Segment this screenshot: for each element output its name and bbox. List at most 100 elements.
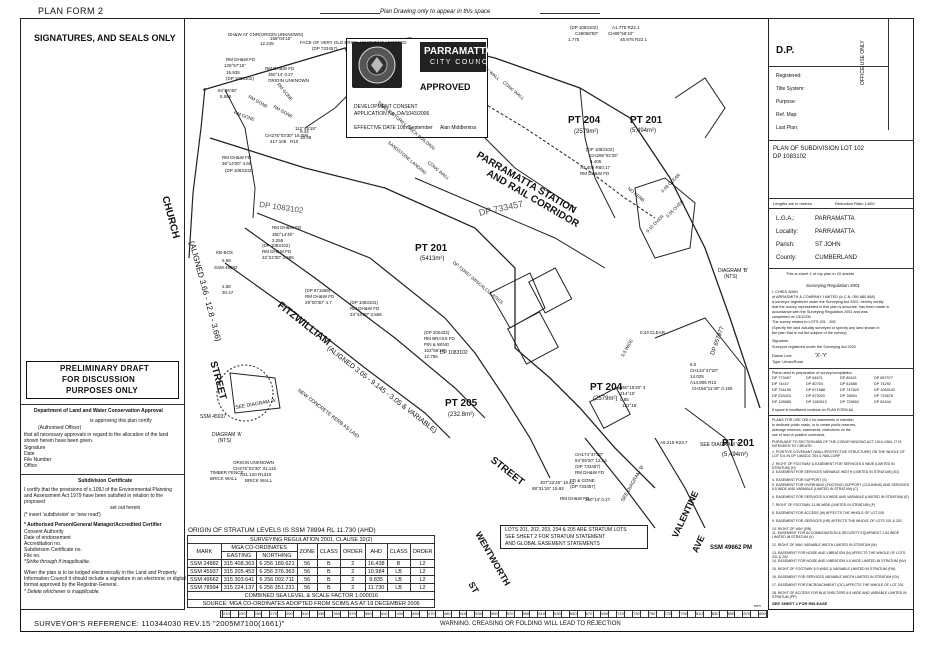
survey-line-5: accordance with the Surveying Regulation…	[772, 310, 868, 314]
approval-divider	[20, 404, 185, 405]
stratum-cell: 56	[296, 583, 318, 592]
map-mark-label: RM DH&W FD	[272, 225, 302, 230]
ruler-label: 550	[491, 611, 498, 616]
ruler-tick	[482, 610, 484, 618]
map-mark-label: 34°43'30" 3.565	[350, 312, 382, 317]
intent-item: 17. EASEMENT FOR ENCROACHMENT (OC) AFFEC…	[772, 583, 904, 587]
ruler-label: 510	[459, 611, 467, 616]
map-mark-label: 0.85	[620, 397, 629, 402]
plan-used-item: DP 734155	[772, 388, 791, 392]
council-logo	[352, 42, 402, 88]
datum-line-value: 'X'-'Y'	[815, 353, 828, 359]
surveyor-reg-label: Surveyor registered under the Surveying …	[772, 345, 857, 349]
stamp-line-1: DEVELOPMENT CONSENT	[354, 104, 418, 110]
ruler-label: 350	[333, 611, 341, 616]
parcel-pt205-area: (232.8m²)	[448, 412, 475, 418]
plan-used-item: DP 871688	[806, 388, 825, 392]
head-easting: EASTING	[220, 551, 258, 560]
diagram-a-nts: (NTS)	[218, 438, 232, 444]
plan-used-item: DP 657977	[874, 376, 893, 380]
head-mga: MGA CO-ORDINATES	[220, 543, 298, 552]
head-mark: MARK	[187, 543, 222, 560]
ruler-tick	[340, 610, 342, 618]
lga-label: L.G.A.:	[776, 216, 795, 222]
approval-line-1: is approving this plan certify	[90, 418, 152, 424]
approval-line-2: (Authorised Officer)	[38, 425, 82, 431]
ruler-label: 630	[554, 611, 561, 616]
stratum-cell: 9.835	[364, 575, 388, 584]
stratum-cell: L2	[409, 583, 436, 592]
parcel-pt201-main: PT 201	[415, 243, 448, 254]
head-northing: NORTHING	[256, 551, 298, 560]
map-mark-label: (DP 733457)	[570, 484, 596, 489]
ruler-tick	[403, 610, 405, 618]
stratum-source: SOURCE: MGA CO-ORDINATES ADOPTED FROM SC…	[186, 599, 436, 608]
reg-divider	[768, 140, 914, 141]
map-mark-label: 350°14' 0.27	[585, 497, 611, 502]
ruler-tick	[458, 610, 460, 618]
intent-item: 9. EASEMENT FOR SERVICES (HR) AFFECTS TH…	[772, 518, 902, 523]
survey-line-9: the plan that is not the subject of the …	[772, 331, 847, 335]
map-mark-label: 14.025	[690, 374, 704, 379]
map-mark-label: A31.120 R1310	[240, 472, 272, 477]
intent-item: 7. RIGHT OF FOOTWAY 11.98 WIDE (LIMITED …	[772, 502, 876, 507]
map-mark-label: 158°04'15"	[270, 36, 292, 41]
ruler-tick	[766, 610, 767, 618]
plan-used-item: DP 128865	[772, 400, 791, 404]
registered-field: Registered:	[776, 73, 802, 79]
plan-used-item: DP 747820	[840, 388, 859, 392]
ruler-tick	[450, 610, 452, 618]
approval-line-8: Office	[24, 463, 37, 469]
intent-item: 16. EASEMENT FOR SERVICES VARIABLE WIDTH…	[772, 575, 900, 579]
ruler-label: 710	[617, 611, 624, 616]
map-mark-label: 88°31'15" 15.92	[532, 486, 564, 491]
lot-note-1: LOTS 201, 202, 203, 204 & 205 ARE STRATU…	[505, 527, 627, 533]
ruler-tick	[419, 610, 421, 618]
intent-item: 12. RIGHT OF WAY VARIABLE WIDTH LIMITED …	[772, 543, 877, 547]
survey-line-3: a surveyor registered under the Surveyin…	[772, 300, 884, 304]
subdivision-line-1: I certify that the provisions of s.109J …	[24, 487, 172, 493]
ruler-tick	[277, 610, 279, 618]
mm-ruler	[220, 610, 768, 618]
ruler-label: 690	[601, 611, 609, 616]
top-note-rule	[320, 13, 380, 14]
subdivision-line-4: set out herein	[110, 505, 141, 511]
subdivision-line-2: and Assessment Act 1979 have been satisf…	[24, 493, 163, 499]
left-panel	[20, 18, 185, 610]
plans-used-title: Plans used in preparation of survey/comp…	[772, 371, 852, 375]
intent-item: 3. EASEMENT FOR SERVICES VARIABLE WIDTH …	[772, 470, 900, 474]
plan-used-item: DP 773457	[772, 376, 791, 380]
ruler-tick	[553, 610, 555, 618]
prelim-line-3: PURPOSES ONLY	[66, 386, 139, 395]
head-order: ORDER	[339, 543, 366, 560]
parcel-pt204-lower: PT 204	[590, 382, 623, 393]
ruler-label: 570	[506, 611, 514, 616]
form-title: PLAN FORM 2	[38, 6, 104, 16]
consent-line-6: File no.	[24, 553, 41, 559]
ruler-label: 590	[522, 611, 530, 616]
dp-divider	[768, 66, 888, 67]
consent-line-2: Consent Authority	[24, 529, 64, 535]
council-banner	[420, 42, 486, 72]
ruler-tick	[742, 610, 744, 618]
intent-item: 13. EASEMENT FOR NOISE AND VIBRATION (N)…	[772, 551, 906, 559]
ssm-45937: SSM 45937	[200, 414, 227, 420]
stratum-cell: 6 256 351.231	[256, 583, 298, 592]
head-class-2: CLASS	[386, 543, 411, 560]
parcel-pt201-lower-right: PT 201	[722, 438, 755, 449]
parcel-pt204-lower-area: (2579m²)	[593, 396, 618, 402]
stratum-cell: 56	[296, 567, 318, 576]
intent-title: PURSUANT TO SECTION 88B OF THE CONVEYANC…	[772, 440, 902, 449]
map-mark-label: RM BRASS FD	[424, 336, 455, 341]
ruler-tick	[608, 610, 610, 618]
ruler-tick	[576, 610, 578, 618]
ruler-tick	[411, 610, 413, 618]
ruler-tick	[584, 610, 586, 618]
parish-value: ST JOHN	[815, 242, 841, 248]
plan-used-item: DP 82444	[874, 400, 891, 404]
see-diagram-c: SEE DIAGRAM 'C'	[700, 442, 742, 448]
map-mark-label: 112°45'15"	[295, 126, 317, 131]
map-mark-label: 45.975 R22.1	[620, 37, 648, 42]
